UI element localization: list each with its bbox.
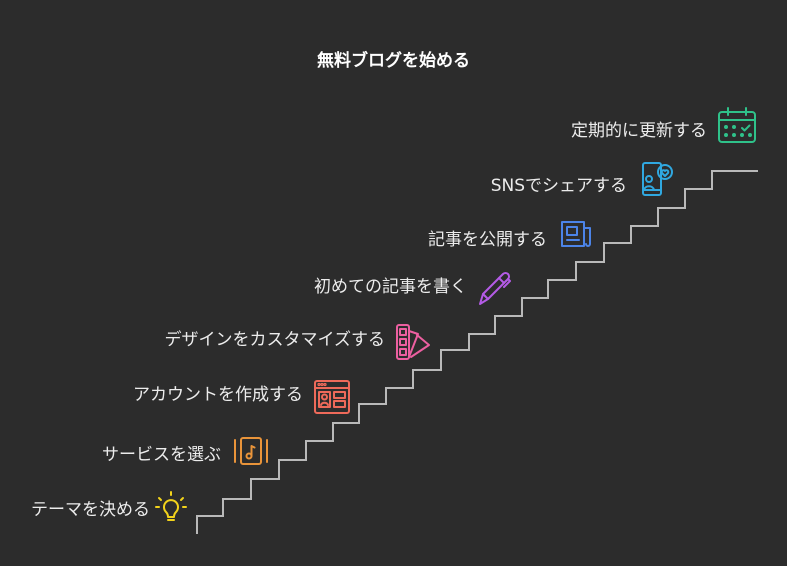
newspaper-icon [561,221,591,247]
music-file-icon [234,437,268,465]
pen-icon [479,271,511,305]
step-label-choose-service: サービスを選ぶ [102,445,221,465]
step-label-create-account: アカウントを作成する [133,385,303,405]
lightbulb-icon [155,491,187,521]
calendar-icon [718,107,756,143]
step-label-choose-theme: テーマを決める [31,500,150,520]
step-label-customize-design: デザインをカスタマイズする [164,330,386,350]
account-form-icon [314,380,350,414]
step-label-update-regularly: 定期的に更新する [571,121,707,141]
step-label-write-first-post: 初めての記事を書く [314,277,467,297]
color-swatch-icon [396,324,430,360]
diagram-title: 無料ブログを始める [317,51,470,71]
phone-share-icon [642,162,673,196]
step-label-publish-post: 記事を公開する [428,230,547,250]
step-label-share-sns: SNSでシェアする [490,176,627,196]
